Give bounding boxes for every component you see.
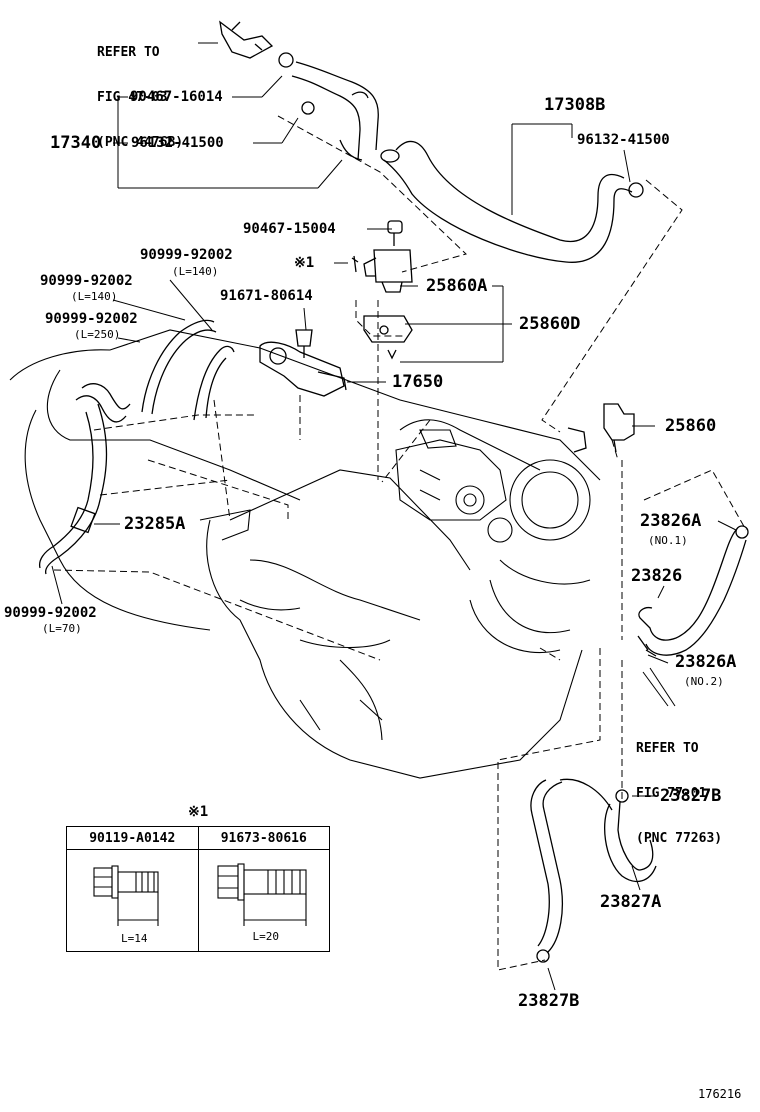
- label-91671-80614: 91671-80614: [220, 288, 313, 304]
- label-25860: 25860: [665, 416, 717, 436]
- label-l140-a: (L=140): [172, 265, 219, 278]
- bracket-17650: [259, 329, 347, 397]
- label-23826a-no2: 23826A: [675, 652, 737, 672]
- label-17650: 17650: [392, 372, 444, 392]
- refer-right-line3: (PNC 77263): [636, 830, 723, 846]
- dashed-lines: [53, 115, 747, 971]
- upper-hose-assembly: [219, 20, 379, 161]
- vsv-25860: [567, 403, 635, 453]
- bolt-1-length: L=14: [121, 932, 148, 945]
- diagram-id: 176216: [698, 1087, 742, 1101]
- label-l140-b: (L=140): [71, 290, 118, 303]
- bolt-table-mark: ※1: [188, 804, 209, 820]
- bolt-2-length: L=20: [252, 930, 280, 943]
- label-23826: 23826: [631, 566, 683, 586]
- bolt-spec-table: 90119-A0142 91673-80616 L=14 L=20: [66, 826, 330, 952]
- label-no2: (NO.2): [684, 675, 724, 688]
- label-17340: 17340: [50, 133, 102, 153]
- label-17308b: 17308B: [544, 95, 606, 115]
- label-96132-41500-right: 96132-41500: [577, 132, 670, 148]
- label-96132-41500-left: 96132-41500: [131, 135, 224, 151]
- label-23827b-top: 23827B: [660, 786, 722, 806]
- right-hoses: [530, 525, 749, 963]
- label-23285a: 23285A: [124, 514, 186, 534]
- label-90999-92002-a: 90999-92002: [140, 247, 233, 263]
- label-90467-16014: 90467-16014: [130, 89, 223, 105]
- bolt-table-col1-cell: L=14: [66, 849, 199, 952]
- label-90999-92002-c: 90999-92002: [45, 311, 138, 327]
- hose-17308b: [380, 140, 644, 263]
- bolt-table-col2-cell: L=20: [197, 849, 330, 952]
- refer-right-line2: FIG 77-01: [636, 785, 707, 801]
- refer-top-line3: (PNC 4476B): [97, 134, 184, 150]
- engine-block: [9, 329, 601, 779]
- label-23827b-bottom: 23827B: [518, 991, 580, 1011]
- label-23827a: 23827A: [600, 892, 662, 912]
- label-90467-15004: 90467-15004: [243, 221, 336, 237]
- label-23826a-no1: 23826A: [640, 511, 702, 531]
- label-25860a: 25860A: [426, 276, 488, 296]
- label-no1: (NO.1): [648, 534, 688, 547]
- vsv-25860a: [351, 220, 413, 360]
- bolt-table-col2-header: 91673-80616: [197, 826, 330, 850]
- refer-fig-47-03: REFER TO FIG 47-03 (PNC 4476B): [97, 16, 183, 165]
- bolt-table-col1-header: 90119-A0142: [66, 826, 199, 850]
- label-mark-1: ※1: [294, 255, 315, 271]
- label-l70: (L=70): [42, 622, 82, 635]
- refer-top-line2: FIG 47-03: [97, 89, 168, 105]
- refer-right-line1: REFER TO: [636, 740, 699, 756]
- label-90999-92002-b: 90999-92002: [40, 273, 133, 289]
- left-hoses: [38, 319, 235, 575]
- refer-top-line1: REFER TO: [97, 44, 160, 60]
- label-l250: (L=250): [74, 328, 121, 341]
- leader-lines: [51, 42, 737, 991]
- refer-fig-77-01: REFER TO FIG 77-01 (PNC 77263): [636, 712, 722, 861]
- label-25860d: 25860D: [519, 314, 581, 334]
- label-90999-92002-d: 90999-92002: [4, 605, 97, 621]
